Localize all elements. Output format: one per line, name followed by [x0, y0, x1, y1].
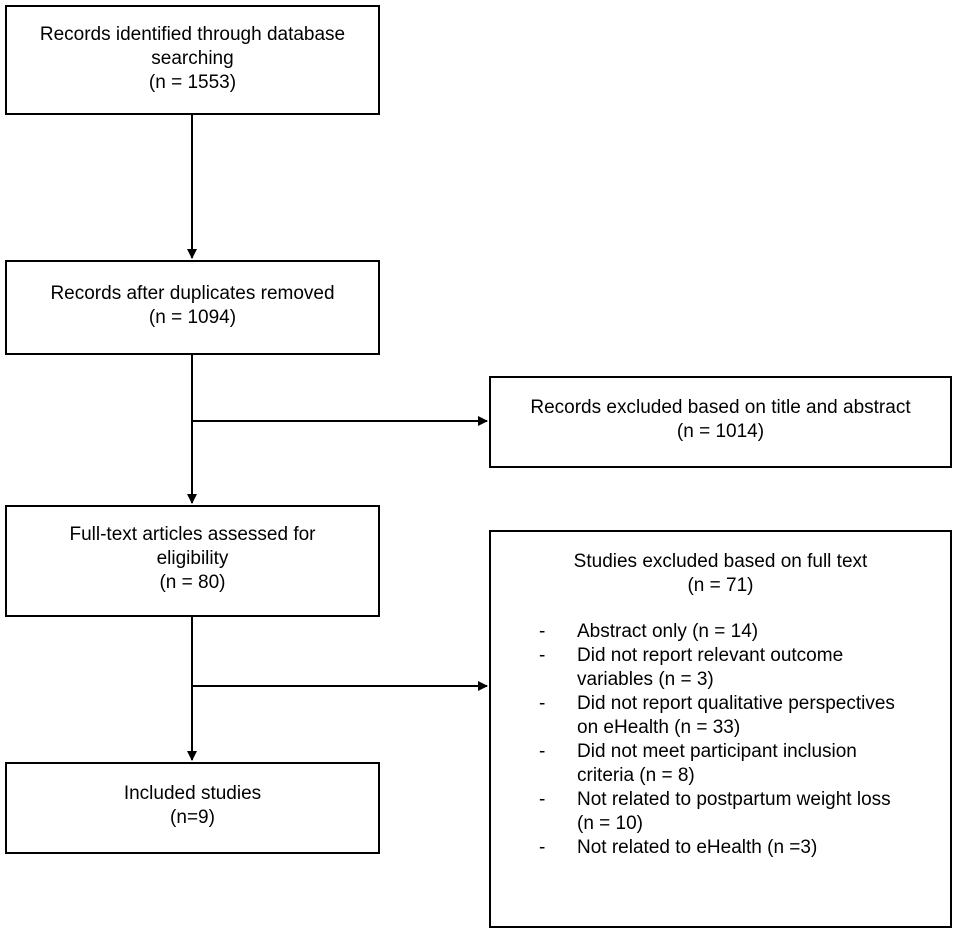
- excluded-fulltext-title: Studies excluded based on full text: [573, 551, 868, 572]
- box-records-identified: Records identified through database sear…: [5, 5, 380, 115]
- fulltext-line1: Full-text articles assessed for: [69, 524, 316, 545]
- exclusion-reason: - Not related to eHealth (n =3): [491, 836, 950, 860]
- list-dash: -: [539, 789, 546, 810]
- included-line1: Included studies: [123, 783, 262, 804]
- exclusion-reason-line1: Did not report relevant outcome: [577, 645, 844, 666]
- exclusion-reason-line1: Not related to postpartum weight loss: [577, 789, 891, 810]
- exclusion-reason-line1: Did not meet participant inclusion: [577, 741, 857, 762]
- list-dash: -: [539, 693, 546, 714]
- deduplicated-line1: Records after duplicates removed: [50, 283, 335, 304]
- included-count: (n=9): [170, 807, 215, 828]
- exclusion-reason: - Did not report relevant outcome variab…: [491, 644, 950, 692]
- exclusion-reason-line2: on eHealth (n = 33): [577, 717, 741, 738]
- exclusion-reason: - Did not report qualitative perspective…: [491, 692, 950, 740]
- identified-line1: Records identified through database: [39, 24, 346, 45]
- deduplicated-count: (n = 1094): [148, 307, 237, 328]
- exclusion-reason: - Not related to postpartum weight loss …: [491, 788, 950, 836]
- exclusion-reason: - Abstract only (n = 14): [491, 620, 950, 644]
- exclusion-reason-line1: Not related to eHealth (n =3): [577, 837, 818, 858]
- list-dash: -: [539, 645, 546, 666]
- list-dash: -: [539, 837, 546, 858]
- exclusion-reason: - Did not meet participant inclusion cri…: [491, 740, 950, 788]
- box-full-text-assessed: Full-text articles assessed for eligibil…: [5, 505, 380, 617]
- excluded-title-abstract-line1: Records excluded based on title and abst…: [530, 397, 911, 418]
- list-dash: -: [539, 741, 546, 762]
- exclusion-reason-line1: Abstract only (n = 14): [577, 621, 759, 642]
- fulltext-count: (n = 80): [159, 572, 226, 593]
- identified-count: (n = 1553): [148, 72, 237, 93]
- list-dash: -: [539, 621, 546, 642]
- box-records-after-duplicates: Records after duplicates removed (n = 10…: [5, 260, 380, 355]
- excluded-title-abstract-count: (n = 1014): [676, 421, 765, 442]
- exclusion-reason-line2: criteria (n = 8): [577, 765, 695, 786]
- exclusion-reason-line2: (n = 10): [577, 813, 644, 834]
- identified-line2: searching: [151, 48, 234, 69]
- excluded-fulltext-count: (n = 71): [687, 575, 754, 596]
- box-excluded-full-text: Studies excluded based on full text (n =…: [489, 530, 952, 928]
- fulltext-line2: eligibility: [156, 548, 229, 569]
- box-included-studies: Included studies (n=9): [5, 762, 380, 854]
- exclusion-reasons-list: - Abstract only (n = 14) - Did not repor…: [491, 620, 950, 860]
- exclusion-reason-line1: Did not report qualitative perspectives: [577, 693, 895, 714]
- exclusion-reason-line2: variables (n = 3): [577, 669, 714, 690]
- box-excluded-title-abstract: Records excluded based on title and abst…: [489, 376, 952, 468]
